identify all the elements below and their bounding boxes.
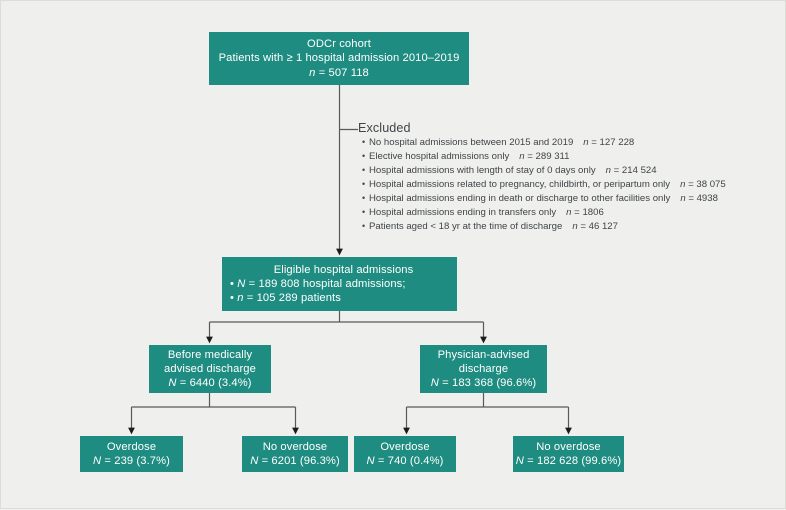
node-overdose-physician-discharge: Overdose N = 740 (0.4%) <box>354 436 456 472</box>
node-overdose-left-label: Overdose <box>106 440 157 453</box>
node-before-line-1: Before medically <box>167 348 253 361</box>
node-physician-line-3: N = 183 368 (96.6%) <box>430 377 537 390</box>
node-odcr-cohort-line-1: ODCr cohort <box>307 38 371 50</box>
node-eligible-line-3: • n = 105 289 patients <box>230 292 341 305</box>
node-odcr-cohort: ODCr cohort Patients with ≥ 1 hospital a… <box>209 32 469 85</box>
node-before-medically-advised-discharge: Before medically advised discharge N = 6… <box>149 345 271 393</box>
node-before-line-2: advised discharge <box>164 362 256 375</box>
node-eligible-line-2: • N = 189 808 hospital admissions; <box>230 277 406 290</box>
list-item: Hospital admissions with length of stay … <box>362 164 778 178</box>
node-overdose-right-value: N = 740 (0.4%) <box>366 455 444 467</box>
node-no-overdose-physician-discharge: No overdose N = 182 628 (99.6%) <box>513 436 624 472</box>
list-item: No hospital admissions between 2015 and … <box>362 136 778 150</box>
node-overdose-left-value: N = 239 (3.7%) <box>93 455 170 467</box>
node-eligible-admissions: Eligible hospital admissions • N = 189 8… <box>222 257 457 311</box>
node-no-overdose-right-label: No overdose <box>536 440 601 453</box>
node-physician-line-1: Physician-advised <box>437 348 530 361</box>
node-eligible-line-1: Eligible hospital admissions <box>273 263 414 276</box>
list-item: Patients aged < 18 yr at the time of dis… <box>362 220 778 234</box>
list-item: Hospital admissions ending in transfers … <box>362 206 778 220</box>
node-overdose-before-discharge: Overdose N = 239 (3.7%) <box>80 436 183 472</box>
node-overdose-right-label: Overdose <box>380 440 430 453</box>
node-no-overdose-left-value: N = 6201 (96.3%) <box>250 455 340 467</box>
node-physician-line-2: discharge <box>458 362 509 375</box>
node-no-overdose-left-label: No overdose <box>262 440 328 453</box>
node-before-line-3: N = 6440 (3.4%) <box>168 377 252 390</box>
excluded-list: No hospital admissions between 2015 and … <box>358 136 778 234</box>
list-item: Hospital admissions related to pregnancy… <box>362 178 778 192</box>
node-odcr-cohort-line-3: n = 507 118 <box>309 66 369 79</box>
excluded-block: Excluded No hospital admissions between … <box>358 121 778 234</box>
excluded-title: Excluded <box>358 121 411 135</box>
node-odcr-cohort-line-2: Patients with ≥ 1 hospital admission 201… <box>218 52 460 65</box>
node-no-overdose-right-value: N = 182 628 (99.6%) <box>515 455 622 467</box>
list-item: Hospital admissions ending in death or d… <box>362 192 778 206</box>
node-no-overdose-before-discharge: No overdose N = 6201 (96.3%) <box>242 436 348 472</box>
node-physician-advised-discharge: Physician-advised discharge N = 183 368 … <box>420 345 547 393</box>
